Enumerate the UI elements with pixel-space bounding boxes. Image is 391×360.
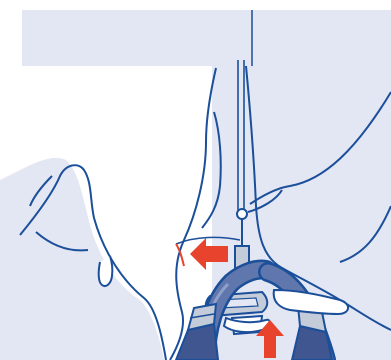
hook-ring xyxy=(237,209,247,219)
top-panel xyxy=(22,10,391,66)
